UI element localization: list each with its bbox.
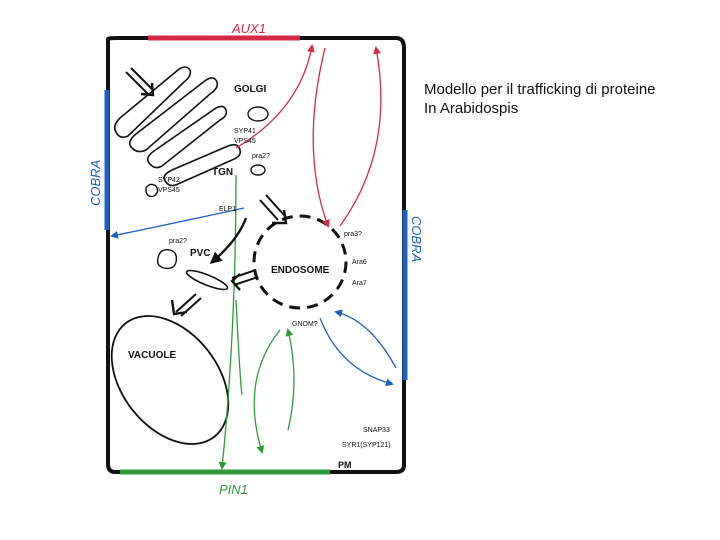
golgi-label: GOLGI (234, 84, 266, 95)
pra2-pvc-label: pra2? (169, 238, 187, 245)
syr1-label: SYR1(SYP121) (342, 442, 391, 449)
pvc-vacuole-double-arrow (170, 293, 202, 317)
snap33-label: SNAP33 (363, 427, 390, 434)
vps45-label-b: VPS45 (158, 187, 180, 194)
pvc-vesicle (156, 248, 178, 270)
cobra-cycling-arrows (110, 207, 397, 387)
ara7-label: Ara7 (352, 280, 367, 287)
vps45-label-a: VPS45 (234, 138, 256, 145)
cell-outline (104, 35, 408, 475)
tgn-endosome-double-arrow (259, 194, 288, 225)
golgi-vesicle (247, 106, 269, 122)
cobra-label-right: COBRA (409, 216, 424, 262)
aux1-label: AUX1 (231, 21, 266, 36)
pvc-label: PVC (190, 248, 211, 259)
aux1-cycling-arrows (235, 44, 382, 228)
elp1-label: ELP1 (219, 206, 236, 213)
syp41-label: SYP41 (234, 128, 256, 135)
elp1-transport-arrow (209, 217, 248, 264)
pm-label: PM (338, 460, 352, 470)
endosome (252, 214, 348, 310)
golgi-small-vesicle (145, 183, 159, 198)
pin1-cycling-arrows (218, 174, 295, 470)
pra3-label: pra3? (344, 231, 362, 238)
pvc-compartment (185, 269, 229, 291)
pin1-label: PIN1 (219, 482, 248, 497)
vacuole (110, 315, 230, 445)
gnom-label: GNOM? (292, 321, 318, 328)
tgn-vesicle (250, 164, 266, 176)
pra2-tgn-label: pra2? (252, 153, 270, 160)
syp42-label: SYP42 (158, 177, 180, 184)
caption-line-2: In Arabidospis (424, 100, 519, 117)
cobra-label-left: COBRA (88, 160, 103, 206)
golgi-transport-arrow (125, 67, 155, 97)
caption-line-1: Modello per il trafficking di proteine (424, 81, 656, 98)
tgn-label: TGN (212, 167, 233, 178)
golgi-stack (113, 66, 242, 187)
pvc-endosome-double-arrow (230, 269, 259, 291)
endosome-label: ENDOSOME (271, 265, 330, 276)
ara6-label: Ara6 (352, 259, 367, 266)
figure-caption: Modello per il trafficking di proteine I… (424, 80, 714, 118)
vacuole-label: VACUOLE (128, 350, 176, 361)
